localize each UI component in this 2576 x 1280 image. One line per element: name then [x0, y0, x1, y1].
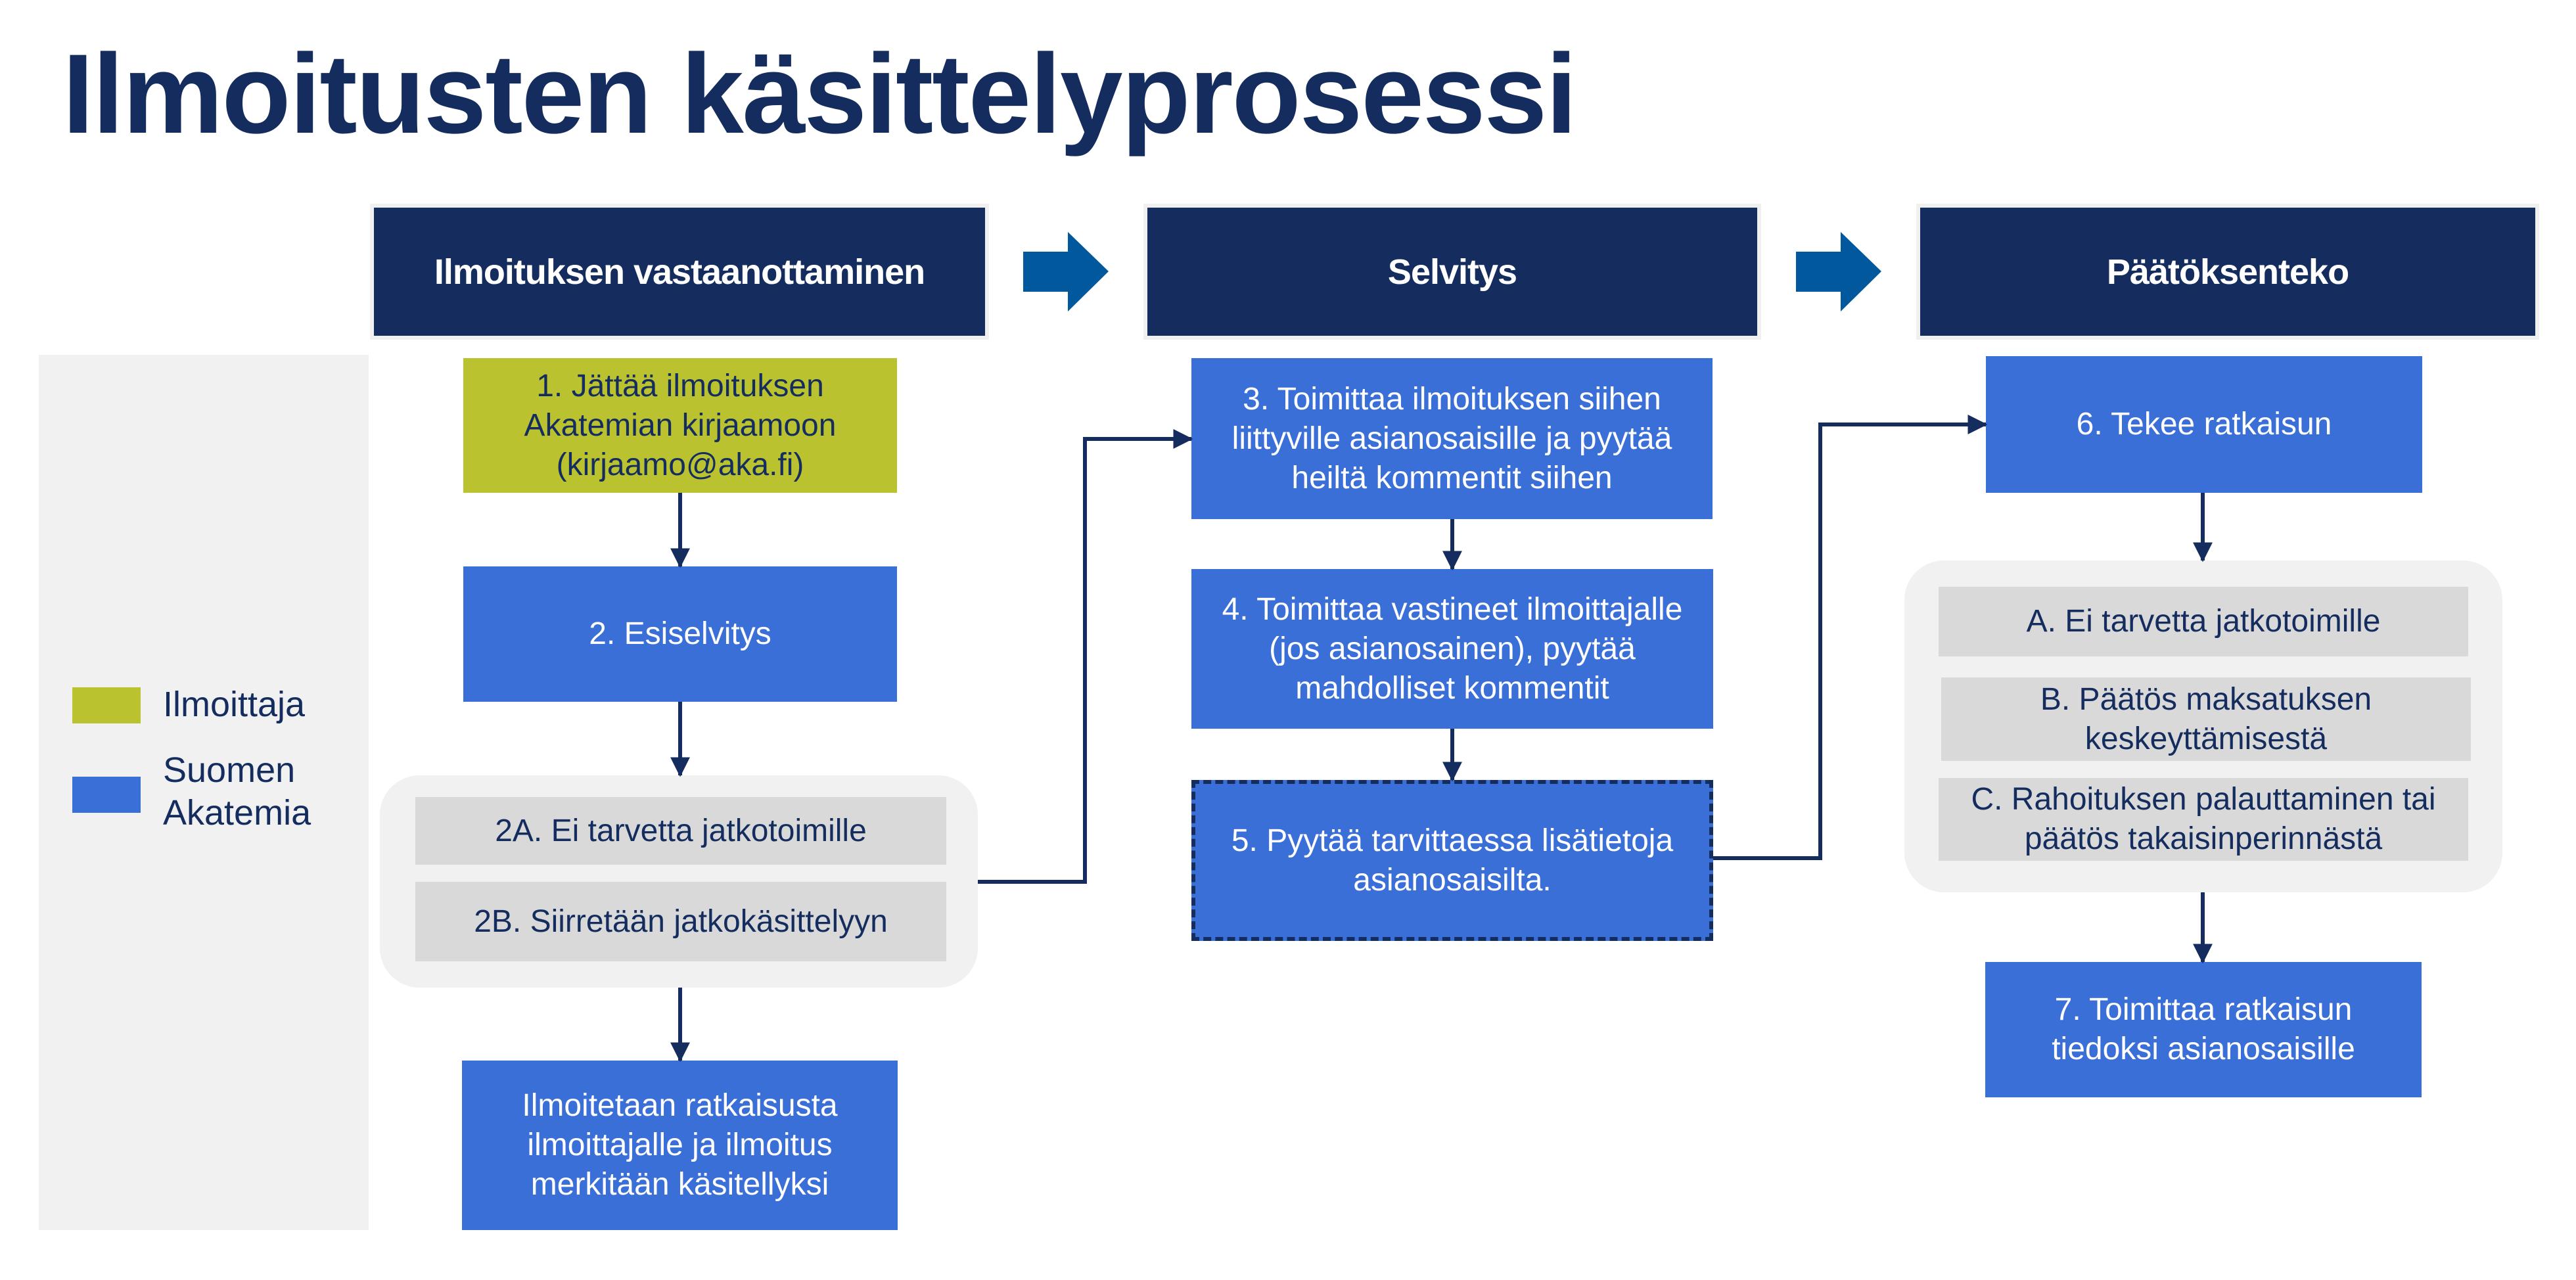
legend-label-suomen-akatemia: Suomen Akatemia: [163, 750, 311, 833]
legend-swatch-ilmoittaja: [72, 687, 141, 723]
legend-label-ilmoittaja: Ilmoittaja: [163, 685, 306, 724]
phase-header-decision: Päätöksenteko: [1916, 204, 2539, 340]
phase-header-receipt: Ilmoituksen vastaanottaminen: [370, 204, 989, 340]
option-c: C. Rahoituksen palauttaminen tai päätös …: [1939, 778, 2468, 861]
option-2a: 2A. Ei tarvetta jatkotoimille: [415, 797, 946, 865]
step-6-box: 6. Tekee ratkaisun: [1986, 356, 2422, 493]
option-2b: 2B. Siirretään jatkokäsittelyyn: [415, 882, 946, 961]
option-a: A. Ei tarvetta jatkotoimille: [1939, 587, 2468, 656]
option-b: B. Päätös maksatuksen keskeyttämisestä: [1941, 677, 2471, 761]
step-2-box: 2. Esiselvitys: [463, 566, 897, 702]
arrow-2b-to-3: [978, 429, 1193, 884]
step-5-box: 5. Pyytää tarvittaessa lisätietoja asian…: [1191, 780, 1713, 941]
step-3-box: 3. Toimittaa ilmoituksen siihen liittyvi…: [1191, 358, 1713, 519]
step-1-box: 1. Jättää ilmoituksen Akatemian kirjaamo…: [463, 358, 897, 493]
page-title: Ilmoitusten käsittelyprosessi: [62, 31, 1577, 157]
legend-swatch-suomen-akatemia: [72, 777, 141, 813]
step-7-box: 7. Toimittaa ratkaisun tiedoksi asianosa…: [1985, 962, 2422, 1097]
phase-arrow-icon: [1796, 232, 1881, 311]
step-4-box: 4. Toimittaa vastineet ilmoittajalle (jo…: [1191, 569, 1713, 729]
notify-resolution-box: Ilmoitetaan ratkaisusta ilmoittajalle ja…: [462, 1061, 898, 1230]
phase-arrow-icon: [1023, 232, 1109, 311]
phase-header-investigation: Selvitys: [1143, 204, 1761, 340]
